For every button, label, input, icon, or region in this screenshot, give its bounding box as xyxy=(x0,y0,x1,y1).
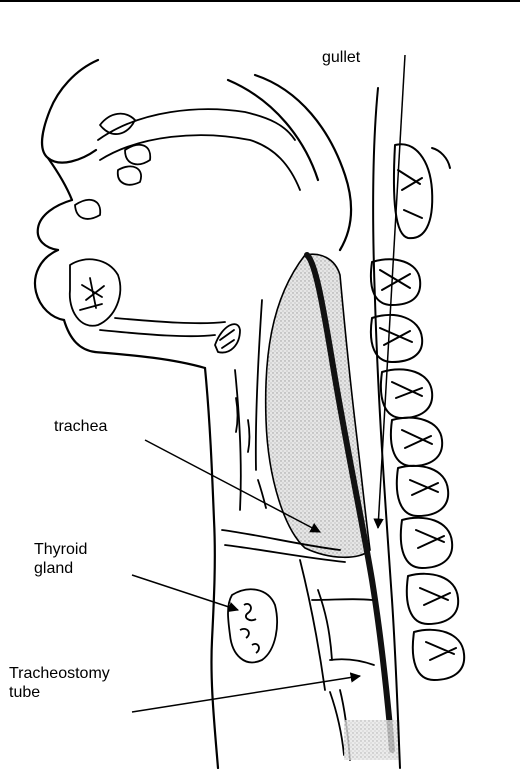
label-gullet: gullet xyxy=(322,48,360,67)
thyroid-arrow xyxy=(132,575,238,610)
label-tracheostomy-tube: Tracheostomy tube xyxy=(9,664,110,702)
thyroid-gland-shape xyxy=(228,589,277,662)
gullet-arrow xyxy=(378,55,405,528)
label-thyroid-gland: Thyroid gland xyxy=(34,540,87,578)
oral-structures xyxy=(70,109,300,510)
tube-stipple xyxy=(344,720,400,760)
label-trachea: trachea xyxy=(54,417,107,436)
tube-arrow xyxy=(132,676,360,712)
